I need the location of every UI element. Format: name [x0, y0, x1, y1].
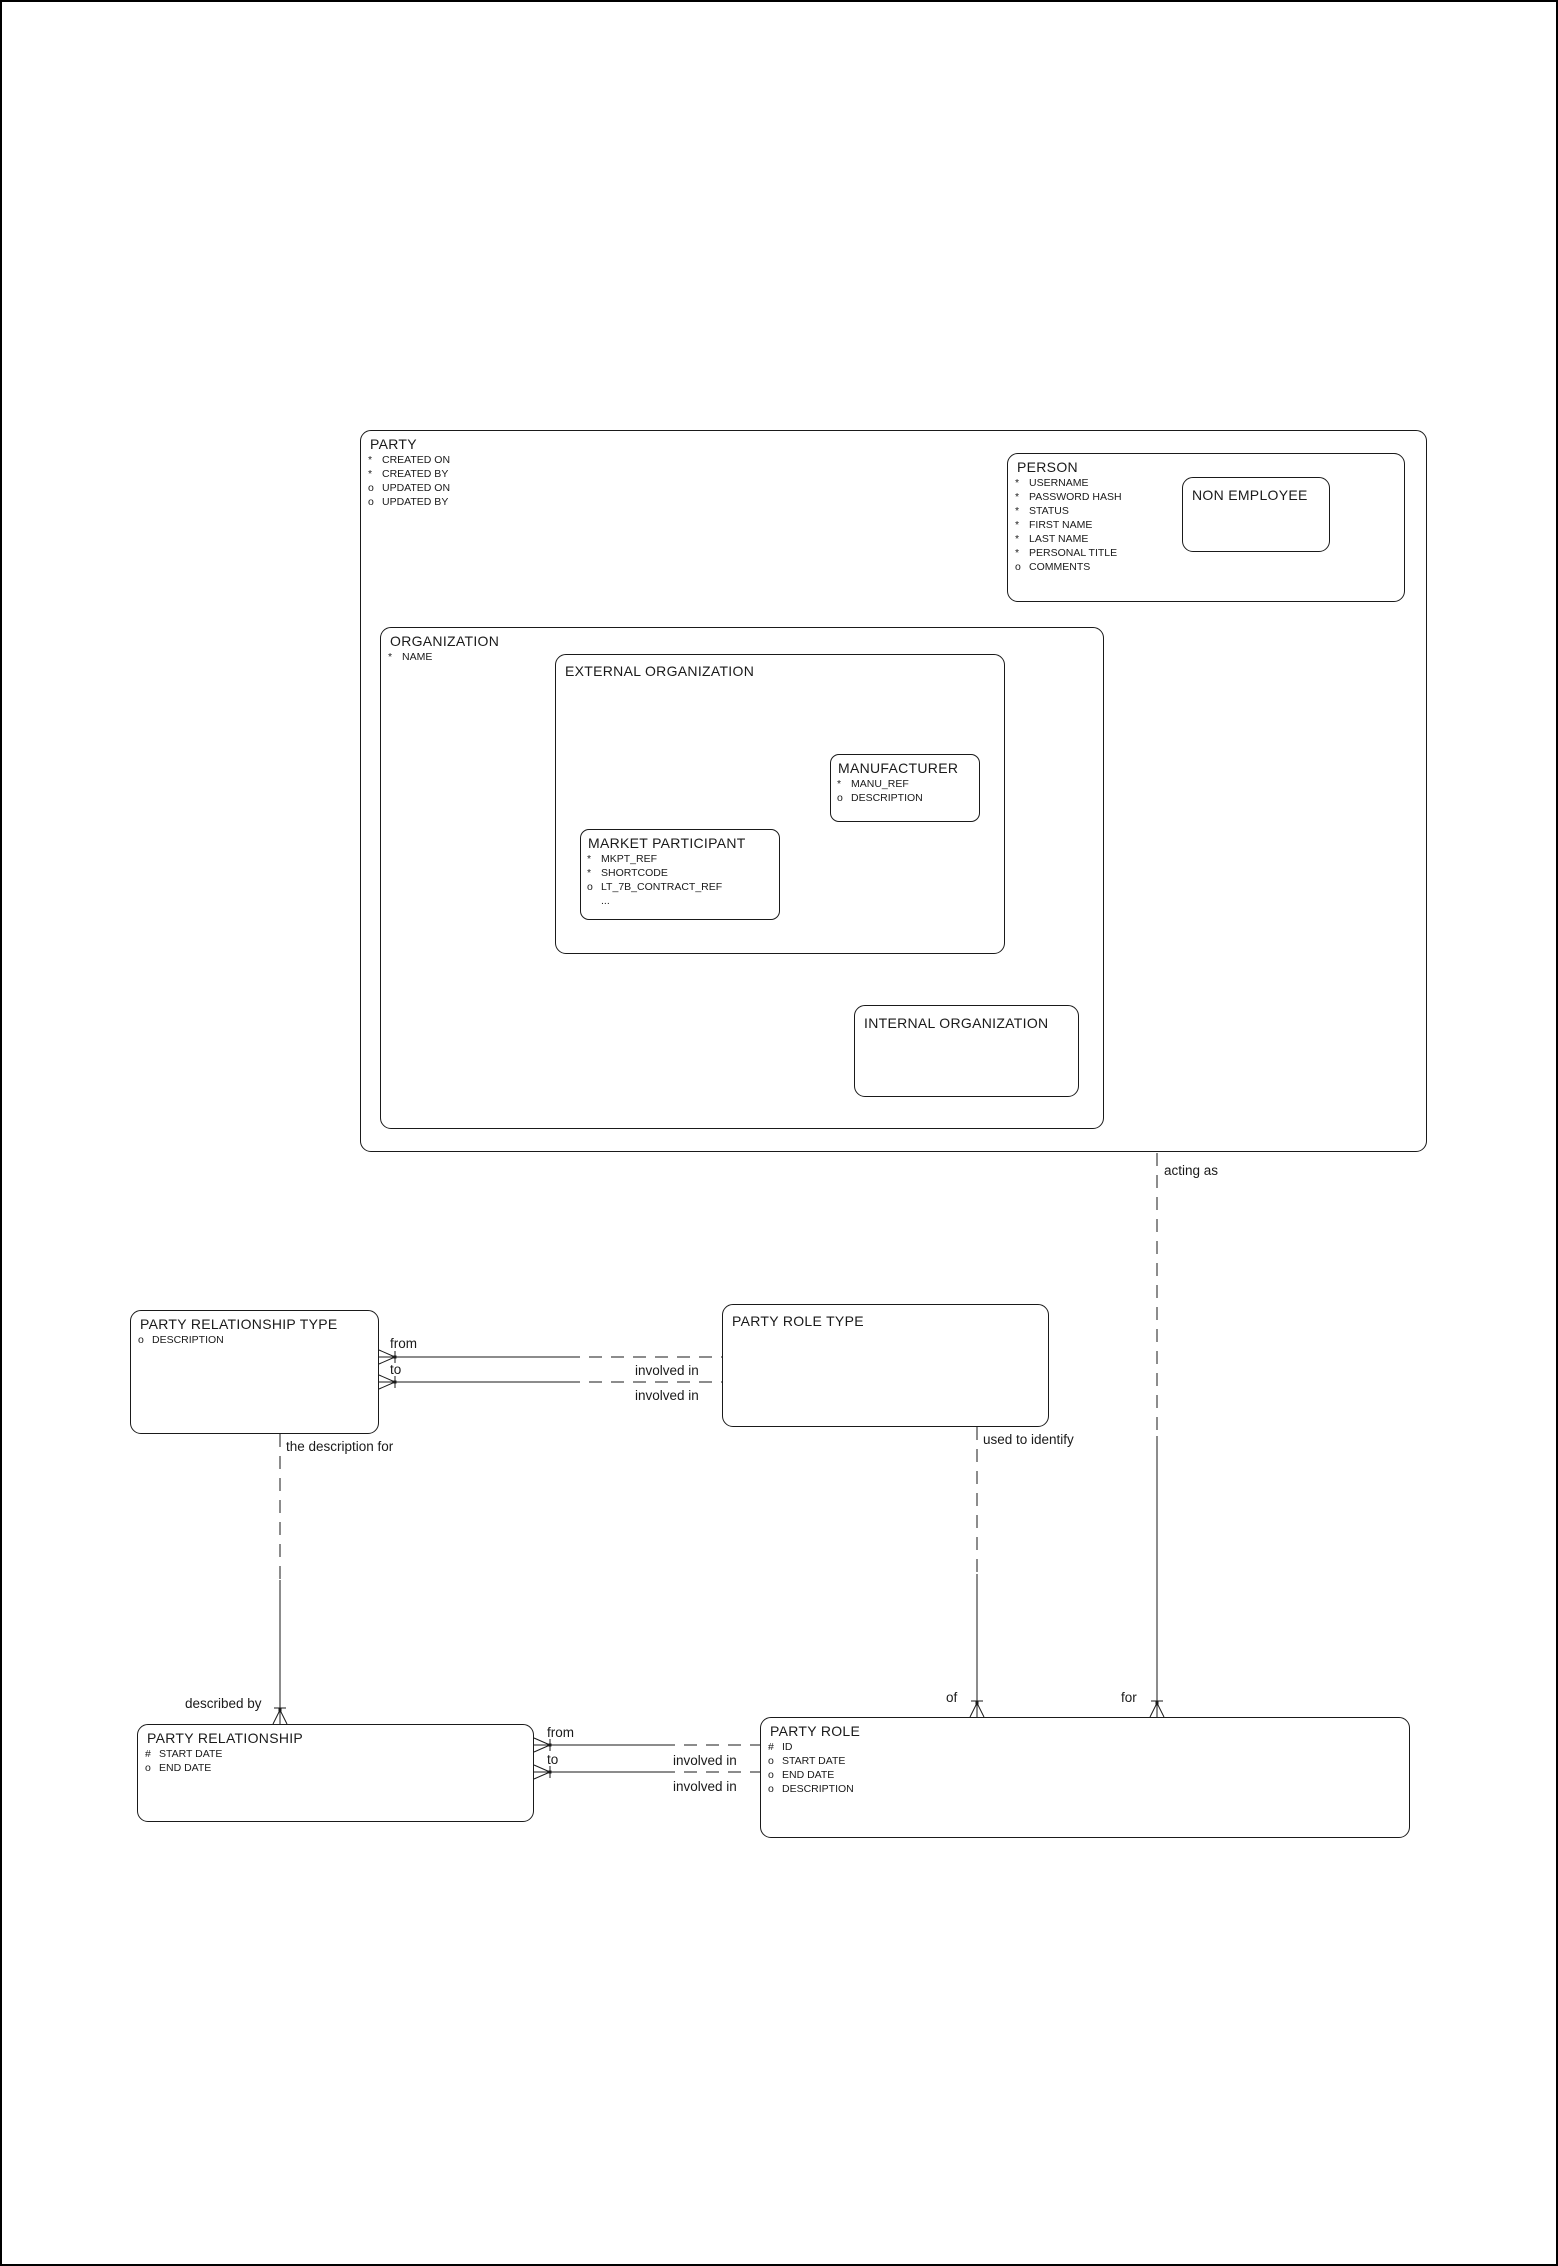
entity-attributes: *NAME	[381, 649, 1103, 664]
entity-title: PARTY RELATIONSHIP TYPE	[140, 1316, 338, 1332]
entity-non-employee[interactable]: NON EMPLOYEE	[1182, 477, 1330, 552]
entity-internal-organization[interactable]: INTERNAL ORGANIZATION	[854, 1005, 1079, 1097]
entity-title: MARKET PARTICIPANT	[588, 835, 746, 851]
rel-from-bottom[interactable]	[533, 1737, 760, 1753]
entity-title: MANUFACTURER	[838, 760, 959, 776]
attribute-row: ...	[601, 895, 610, 907]
entity-title: INTERNAL ORGANIZATION	[864, 1015, 1049, 1031]
entity-attributes: *USERNAME *PASSWORD HASH *STATUS *FIRST …	[1008, 475, 1404, 574]
entity-title: ORGANIZATION	[390, 633, 500, 649]
rel-from-top[interactable]	[378, 1349, 722, 1365]
relationship-label-the-description-for: the description for	[286, 1439, 394, 1454]
relationship-label-involved-in: involved in	[635, 1388, 699, 1403]
rel-to-top[interactable]	[378, 1374, 722, 1390]
entity-title: EXTERNAL ORGANIZATION	[565, 663, 755, 679]
rel-described-by[interactable]	[272, 1434, 288, 1725]
attribute-row: *CREATED ON	[368, 454, 451, 466]
attribute-row: *STATUS	[1015, 505, 1069, 517]
attribute-row: *MKPT_REF	[587, 853, 658, 865]
attribute-row: #START DATE	[145, 1748, 223, 1760]
relationship-label-to: to	[547, 1752, 559, 1767]
relationship-label-to: to	[390, 1362, 402, 1377]
relationship-label-involved-in: involved in	[673, 1779, 737, 1794]
relationship-label-acting-as: acting as	[1164, 1163, 1219, 1178]
relationship-label-from: from	[547, 1725, 574, 1740]
relationship-label-from: from	[390, 1336, 417, 1351]
relationship-label-for: for	[1121, 1690, 1137, 1705]
entity-organization[interactable]: ORGANIZATION *NAME	[380, 627, 1104, 1129]
attribute-row: *SHORTCODE	[587, 867, 668, 879]
rel-used-to-identify[interactable]	[969, 1427, 985, 1718]
attribute-row: *CREATED BY	[368, 468, 449, 480]
attribute-row: *MANU_REF	[837, 778, 909, 790]
relationship-label-described-by: described by	[185, 1696, 262, 1711]
relationship-label-used-to-identify: used to identify	[983, 1432, 1074, 1447]
attribute-row: #ID	[768, 1741, 793, 1753]
rel-acting-as[interactable]	[1149, 1153, 1165, 1718]
attribute-row: *LAST NAME	[1015, 533, 1089, 545]
entity-title: NON EMPLOYEE	[1192, 487, 1308, 503]
entity-title: PARTY ROLE	[770, 1723, 861, 1739]
attribute-row: *NAME	[388, 651, 433, 663]
entity-market-participant[interactable]: MARKET PARTICIPANT *MKPT_REF *SHORTCODE …	[580, 829, 780, 920]
relationship-label-involved-in: involved in	[635, 1363, 699, 1378]
attribute-row: *PASSWORD HASH	[1015, 491, 1122, 503]
attribute-row: *USERNAME	[1015, 477, 1089, 489]
entity-title: PARTY RELATIONSHIP	[147, 1730, 304, 1746]
entity-title: PERSON	[1017, 459, 1078, 475]
attribute-row: *PERSONAL TITLE	[1015, 547, 1118, 559]
attribute-row: *FIRST NAME	[1015, 519, 1093, 531]
entity-title: PARTY ROLE TYPE	[732, 1313, 864, 1329]
entity-party-role-type[interactable]: PARTY ROLE TYPE	[722, 1304, 1049, 1427]
entity-person[interactable]: PERSON *USERNAME *PASSWORD HASH *STATUS …	[1007, 453, 1405, 602]
entity-title: PARTY	[370, 436, 417, 452]
entity-external-organization[interactable]: EXTERNAL ORGANIZATION	[555, 654, 1005, 954]
rel-to-bottom[interactable]	[533, 1764, 760, 1780]
relationship-label-involved-in: involved in	[673, 1753, 737, 1768]
relationship-label-of: of	[946, 1690, 958, 1705]
